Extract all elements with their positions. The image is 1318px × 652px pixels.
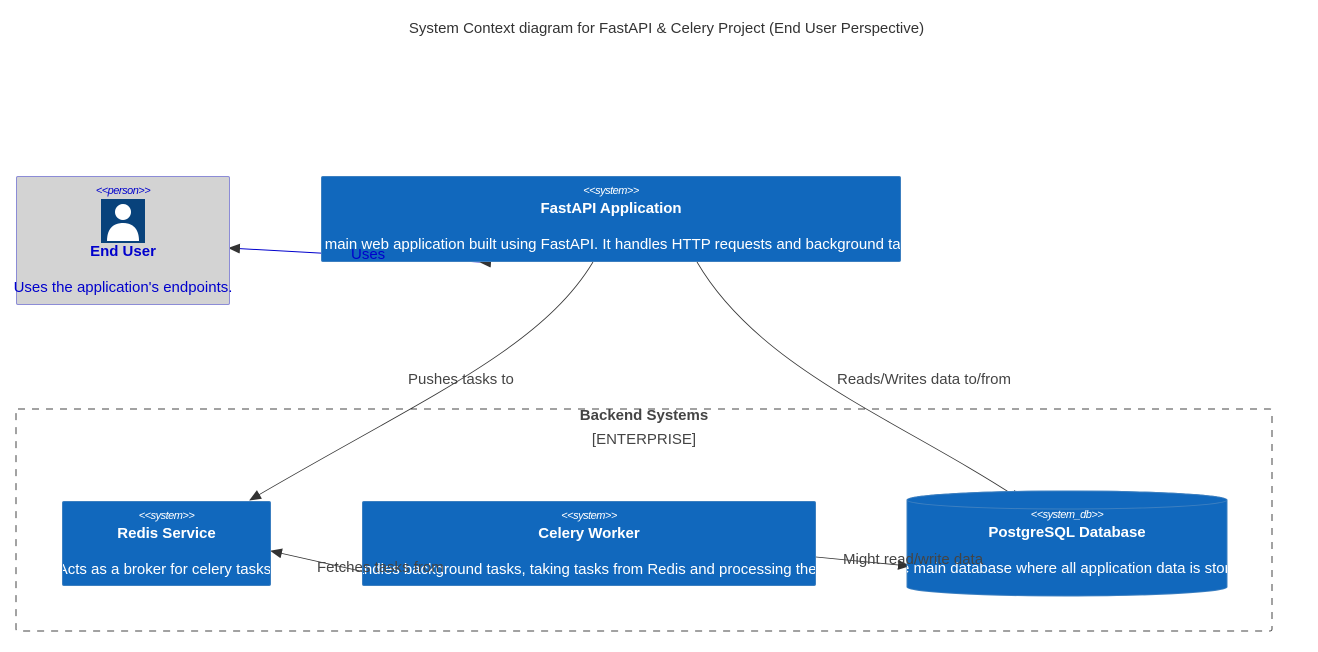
edge-reads-writes	[696, 261, 1022, 501]
person-icon	[101, 199, 145, 243]
celery-name: Celery Worker	[538, 525, 640, 542]
end-user-name: End User	[90, 243, 156, 260]
postgres-name: PostgreSQL Database	[988, 524, 1146, 541]
redis-name: Redis Service	[117, 525, 216, 542]
fastapi-node[interactable]: <<system>> FastAPI Application The main …	[321, 176, 901, 262]
boundary-type: [ENTERPRISE]	[591, 431, 697, 448]
edge-label-fetches: Fetches tasks from	[317, 559, 444, 576]
edge-might	[815, 556, 910, 570]
person-stereotype: <<person>>	[95, 185, 151, 197]
edge-label-reads-writes: Reads/Writes data to/from	[837, 371, 1011, 388]
end-user-description: Uses the application's endpoints.	[13, 279, 233, 296]
celery-description: Handles background tasks, taking tasks f…	[362, 561, 816, 578]
fastapi-description: The main web application built using Fas…	[321, 236, 901, 253]
redis-node[interactable]: <<system>> Redis Service Acts as a broke…	[62, 501, 271, 586]
fastapi-stereotype: <<system>>	[583, 185, 639, 197]
edge-pushes	[249, 261, 594, 501]
edge-label-might: Might read/write data	[843, 551, 984, 568]
edge-label-uses: Uses	[351, 246, 386, 263]
edge-label-pushes: Pushes tasks to	[408, 371, 514, 388]
backend-boundary	[15, 408, 1273, 632]
celery-node[interactable]: <<system>> Celery Worker Handles backgro…	[362, 501, 816, 586]
postgres-node[interactable]: <<system_db>> PostgreSQL Database The ma…	[907, 501, 1227, 587]
celery-stereotype: <<system>>	[561, 510, 617, 522]
diagram-title: System Context diagram for FastAPI & Cel…	[408, 20, 925, 37]
postgres-cylinder-shape	[906, 490, 1228, 597]
redis-stereotype: <<system>>	[138, 510, 195, 522]
postgres-description: The main database where all application …	[907, 560, 1227, 577]
end-user-node[interactable]: <<person>> End User Uses the application…	[14, 176, 232, 305]
postgres-stereotype: <<system_db>>	[1030, 509, 1104, 521]
boundary-title: Backend Systems	[579, 407, 709, 424]
redis-description: Acts as a broker for celery tasks.	[62, 561, 271, 578]
fastapi-name: FastAPI Application	[540, 200, 682, 217]
